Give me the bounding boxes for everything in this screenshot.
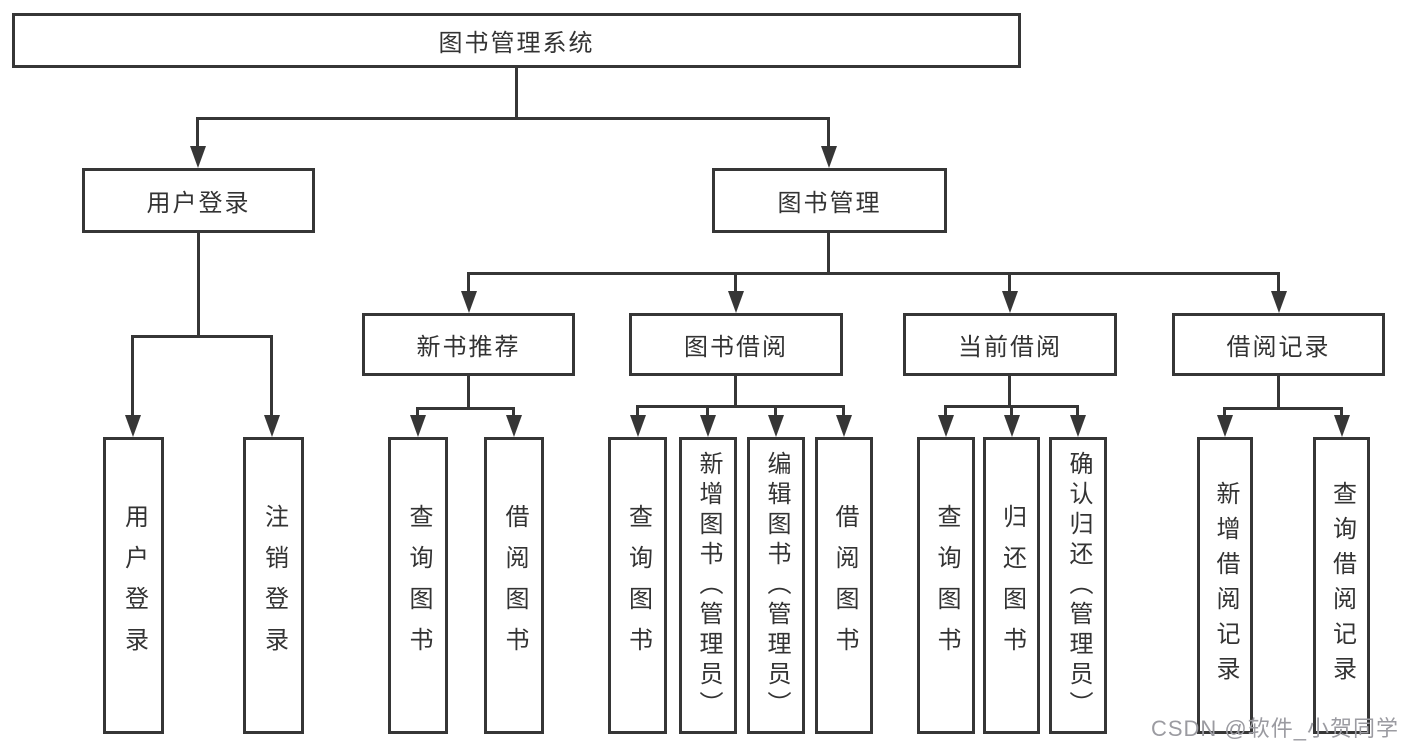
node-user-login: 用户登录 [82,168,315,233]
connector-recommend-stub [467,376,470,407]
connector-records-stub [1277,376,1280,407]
connector-recommend-rail [416,407,515,410]
leaf-query-books-borrow: 查询图书 [608,437,667,734]
arrow-to-new-book-recommend [467,272,470,291]
leaf-query-books-current: 查询图书 [917,437,975,734]
leaf-label: 借阅图书 [501,503,528,668]
leaf-label: 借阅图书 [831,503,858,668]
node-book-borrow: 图书借阅 [629,313,843,376]
leaf-label: 归还图书 [998,503,1026,668]
node-library-management-system: 图书管理系统 [12,13,1021,68]
node-current-borrow: 当前借阅 [903,313,1117,376]
arrow-to-user-login [196,117,199,146]
leaf-label: 查询图书 [624,503,652,668]
leaf-label: 注销登录 [260,503,288,668]
leaf-label: 确认归还（管理员） [1065,450,1092,721]
connector-root-rail [196,117,830,120]
leaf-add-borrow-record: 新增借阅记录 [1197,437,1253,734]
leaf-query-books-recommend: 查询图书 [388,437,448,734]
leaf-user-login: 用户登录 [103,437,164,734]
leaf-logout: 注销登录 [243,437,304,734]
arrow-to-add-borrow-record [1223,407,1226,415]
leaf-label: 新增借阅记录 [1212,480,1239,691]
arrow-to-borrow-books [512,407,515,415]
leaf-borrow-books-recommend: 借阅图书 [484,437,544,734]
arrow-to-book-borrow [734,272,737,291]
node-label: 当前借阅 [958,334,1062,361]
connector-management-rail [467,272,1280,275]
arrow-to-edit-books [774,405,777,415]
node-label: 图书管理 [777,190,882,217]
connector-current-stub [1008,376,1011,405]
node-label: 图书管理系统 [438,30,595,57]
node-label: 图书借阅 [684,334,788,361]
arrow-to-borrow-records [1277,272,1280,291]
node-label: 新书推荐 [416,334,521,361]
node-book-management: 图书管理 [712,168,947,233]
arrow-to-query-books [416,407,419,415]
connector-login-stub [197,233,200,335]
arrow-to-query-books [944,405,947,415]
leaf-borrow-books: 借阅图书 [815,437,873,734]
node-new-book-recommend: 新书推荐 [362,313,575,376]
arrow-to-confirm-return [1076,405,1079,415]
node-label: 用户登录 [146,190,251,217]
arrow-to-book-management [827,117,830,146]
leaf-query-borrow-record: 查询借阅记录 [1313,437,1370,734]
arrow-to-borrow-books [842,405,845,415]
arrow-to-leaf-user-login [131,335,134,415]
leaf-add-books-admin: 新增图书（管理员） [679,437,737,734]
leaf-label: 新增图书（管理员） [695,450,722,721]
csdn-watermark: CSDN @软件_小贺同学 [1150,716,1399,741]
arrow-to-query-books [636,405,639,415]
node-label: 借阅记录 [1226,334,1331,361]
node-borrow-records: 借阅记录 [1172,313,1385,376]
connector-root-stub [515,68,518,117]
arrow-to-return-books [1010,405,1013,415]
arrow-to-add-books [706,405,709,415]
connector-login-rail [131,335,273,338]
leaf-return-books: 归还图书 [983,437,1040,734]
leaf-label: 编辑图书（管理员） [763,450,790,721]
leaf-confirm-return-admin: 确认归还（管理员） [1049,437,1107,734]
connector-borrow-stub [734,376,737,405]
leaf-edit-books-admin: 编辑图书（管理员） [747,437,805,734]
connector-management-stub [827,233,830,272]
arrow-to-query-borrow-record [1340,407,1343,415]
arrow-to-leaf-logout [270,335,273,415]
connector-borrow-rail [636,405,845,408]
arrow-to-current-borrow [1008,272,1011,291]
leaf-label: 查询图书 [405,503,432,668]
connector-records-rail [1223,407,1343,410]
leaf-label: 查询图书 [933,503,960,668]
leaf-label: 用户登录 [120,503,148,668]
leaf-label: 查询借阅记录 [1328,480,1356,691]
